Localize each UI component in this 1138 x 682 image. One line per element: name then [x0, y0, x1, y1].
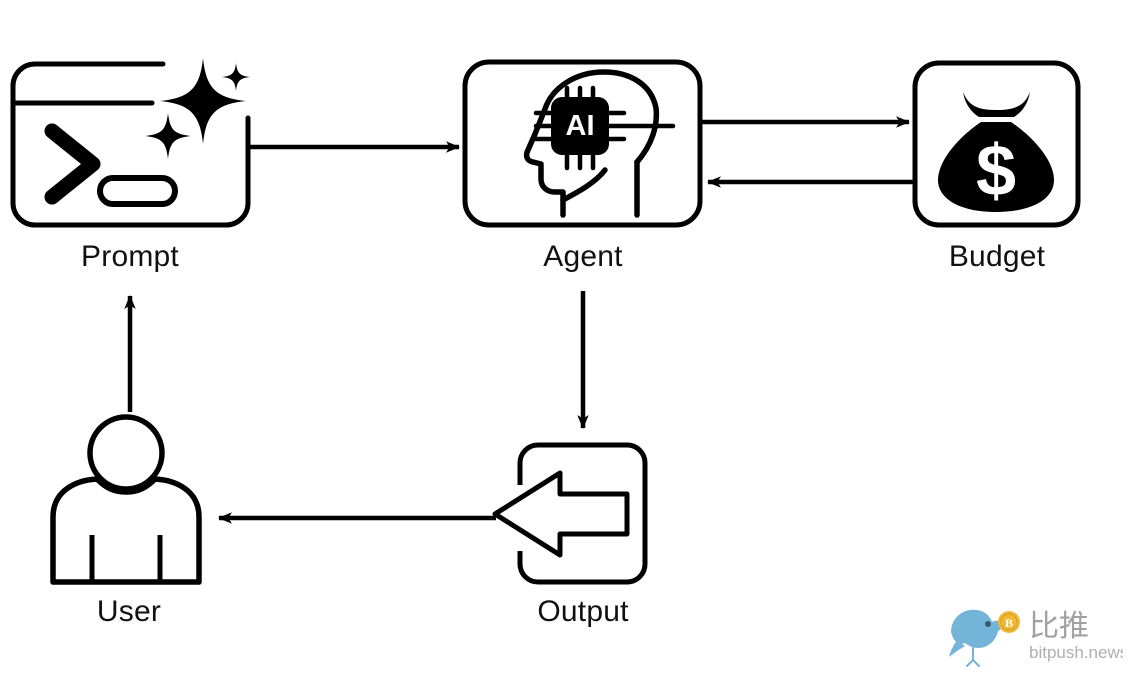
money-bag-icon	[938, 122, 1054, 212]
user-body-icon	[50, 476, 202, 585]
watermark-brand-cn: 比推	[1029, 609, 1089, 644]
prompt-cursor-icon	[97, 175, 178, 207]
svg-text:B: B	[1005, 616, 1013, 630]
user-head-icon	[87, 414, 165, 492]
node-label-prompt: Prompt	[81, 240, 179, 273]
node-agent[interactable]: AI	[462, 59, 703, 228]
prompt-chevron-icon	[44, 123, 101, 205]
node-label-budget: Budget	[948, 240, 1046, 273]
output-export-arrow-icon	[492, 470, 630, 558]
watermark-site: bitpush.news	[1029, 643, 1123, 662]
node-user[interactable]	[50, 414, 202, 585]
node-label-user: User	[96, 595, 162, 628]
agent-box	[462, 59, 703, 228]
agent-head-profile-icon	[523, 69, 660, 218]
watermark-bitpush: B 比推 bitpush.news	[943, 600, 1123, 670]
node-label-agent: Agent	[543, 240, 623, 273]
agent-ai-chip-icon	[551, 97, 609, 155]
node-label-output: Output	[537, 595, 629, 628]
budget-box	[912, 60, 1081, 228]
money-bag-top-icon	[963, 92, 1030, 117]
budget-currency-symbol: $	[976, 131, 1016, 211]
node-output[interactable]	[492, 442, 648, 585]
sparkle-large-icon	[160, 58, 246, 144]
edges-group	[124, 116, 914, 524]
output-box-frame	[517, 442, 648, 585]
sparkle-medium-icon	[145, 113, 191, 159]
prompt-window-frame	[10, 61, 251, 228]
watermark-coin-icon: B	[998, 611, 1020, 633]
agent-jaw-icon	[560, 167, 608, 203]
sparkle-small-icon	[222, 63, 250, 91]
watermark-bird-icon	[949, 609, 1002, 667]
agent-chip-label: AI	[566, 110, 595, 142]
node-budget[interactable]: $	[912, 60, 1081, 228]
node-prompt[interactable]	[10, 58, 251, 228]
